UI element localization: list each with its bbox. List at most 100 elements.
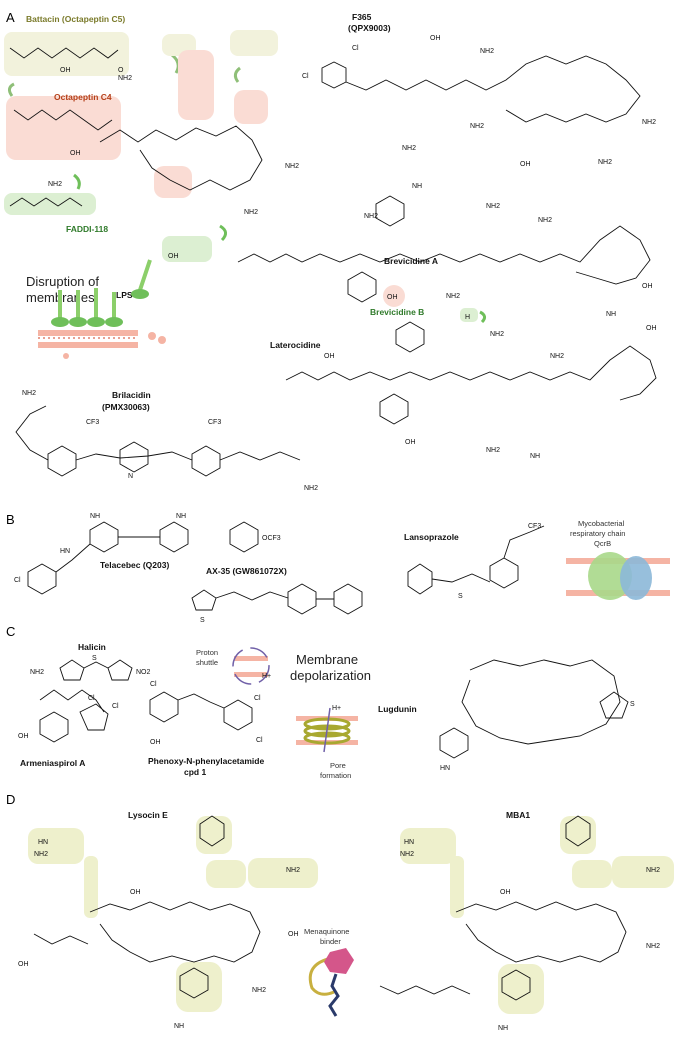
- lysocin-oh-2: OH: [288, 931, 299, 938]
- proton-shuttle-graphic: [232, 647, 270, 685]
- lysocin-nh2-2: NH2: [286, 867, 300, 874]
- disruption-label-1: Disruption of: [26, 274, 99, 289]
- laterocidine-oh-3: OH: [646, 325, 657, 332]
- octapeptin-thr-highlight: [162, 236, 212, 262]
- octapeptin-nh2-1: NH2: [118, 75, 132, 82]
- brevicidine-nh-1: NH: [412, 183, 422, 190]
- telacebec-label: Telacebec (Q203): [100, 560, 169, 570]
- f365-nh2-2: NH2: [402, 145, 416, 152]
- lansoprazole-ether: [503, 525, 545, 559]
- lugdunin-trp-ring: [439, 727, 469, 759]
- ax35-piperazine: [287, 583, 317, 615]
- armeniaspirol-cl-1: Cl: [88, 695, 95, 702]
- armeniaspirol-label: Armeniaspirol A: [20, 758, 85, 768]
- f365-label: F365: [352, 12, 372, 22]
- lugdunin-s: S: [630, 701, 635, 708]
- lysocin-hn: HN: [38, 839, 48, 846]
- f365-backbone: [345, 55, 641, 123]
- telacebec-ocf3: OCF3: [262, 535, 281, 542]
- lysocin-highlights: [28, 816, 318, 1012]
- f365-nh2-4: NH2: [598, 159, 612, 166]
- brilacidin-amides: [75, 451, 193, 461]
- ax35-chain: [215, 591, 289, 601]
- laterocidine-backbone: [285, 345, 657, 401]
- brilacidin-nh2-2: NH2: [304, 485, 318, 492]
- laterocidine-nh2-2: NH2: [550, 353, 564, 360]
- proton-label-2: shuttle: [196, 658, 218, 667]
- laterocidine-oh-2: OH: [324, 353, 335, 360]
- telacebec-cl: Cl: [14, 577, 21, 584]
- brilacidin-arm-left: [15, 405, 49, 461]
- octapeptin-ho: OH: [168, 253, 179, 260]
- ax35-label: AX-35 (GW861072X): [206, 566, 287, 576]
- laterocidine-trp-ring: [395, 321, 425, 353]
- octapeptin-nh2-3: NH2: [285, 163, 299, 170]
- brevicidine-nh2-1: NH2: [364, 213, 378, 220]
- halicin-s-link: [83, 661, 109, 669]
- f365-ring: [321, 61, 347, 89]
- phenoxy-ring-1: [149, 691, 179, 723]
- panel-label-d: D: [6, 792, 15, 807]
- lansoprazole-pyridine: [489, 557, 519, 589]
- brilacidin-nh2-1: NH2: [22, 390, 36, 397]
- depolarization-label-2: depolarization: [290, 668, 371, 683]
- phenoxy-oh: OH: [150, 739, 161, 746]
- battacin-highlight: [4, 32, 129, 76]
- mba1-phe-ring: [565, 815, 591, 847]
- f365-nh2-3: NH2: [470, 123, 484, 130]
- lugdunin-hn: HN: [440, 765, 450, 772]
- laterocidine-nh2-3: NH2: [486, 447, 500, 454]
- octapeptin-leu2-highlight: [234, 90, 268, 124]
- brilacidin-label: Brilacidin: [112, 390, 151, 400]
- octapeptin-highlight: [6, 96, 121, 160]
- laterocidine-oh: OH: [405, 439, 416, 446]
- myco-label-3: QcrB: [594, 539, 611, 548]
- f365-oh-1: OH: [430, 35, 441, 42]
- phenoxy-cl-2: Cl: [254, 695, 261, 702]
- pore-hplus: H+: [332, 705, 341, 712]
- arrow-faddi: [73, 173, 81, 190]
- f365-oh-2: OH: [520, 161, 531, 168]
- mba1-trp-ring: [501, 969, 531, 1001]
- membrane-disrupted: [38, 330, 166, 359]
- brevicidine-nh2-2: NH2: [486, 203, 500, 210]
- lysocin-phe-ring: [199, 815, 225, 847]
- lysocin-nh2-1: NH2: [34, 851, 48, 858]
- lysocin-ring: [89, 901, 261, 963]
- arrow-octapeptin: [7, 82, 15, 97]
- laterocidine-tyr-ring: [379, 393, 409, 425]
- f365-nh2-1: NH2: [480, 48, 494, 55]
- lansoprazole-benzimidazole: [407, 563, 433, 595]
- armeniaspirol-pyrrole: [79, 703, 109, 731]
- panel-label-b: B: [6, 512, 15, 527]
- lugdunin-thiazolidine: [599, 691, 629, 719]
- pore-formation-graphic: [296, 707, 358, 753]
- octapeptin-ring: [99, 125, 263, 191]
- octapeptin-phe-alt-highlight: [230, 30, 278, 56]
- lysocin-label: Lysocin E: [128, 810, 168, 820]
- laterocidine-label: Laterocidine: [270, 340, 321, 350]
- brevicidine-tyr-ring: [347, 271, 377, 303]
- brilacidin-cf3-2: CF3: [208, 419, 221, 426]
- telacebec-ring-2: [229, 521, 259, 553]
- lysocin-nh2-3: NH2: [252, 987, 266, 994]
- phenoxy-label-2: cpd 1: [184, 767, 206, 777]
- brevicidine-nh2-4: NH2: [446, 293, 460, 300]
- pore-label-1: Pore: [330, 761, 346, 770]
- brilacidin-pyrimidine: [119, 441, 149, 473]
- faddi-chain: [9, 197, 83, 207]
- ax35-benzodioxole: [333, 583, 363, 615]
- ax35-s: S: [200, 617, 205, 624]
- lugdunin-label: Lugdunin: [378, 704, 417, 714]
- armeniaspirol-ring: [39, 711, 69, 743]
- depolarization-label-1: Membrane: [296, 652, 358, 667]
- octapeptin-nh2-2: NH2: [48, 181, 62, 188]
- proton-hplus: H+: [262, 673, 271, 680]
- mba1-label: MBA1: [506, 810, 530, 820]
- brevicidine-b-label: Brevicidine B: [370, 307, 424, 317]
- phenoxy-ring-2: [223, 699, 253, 731]
- brevicidine-nh-2: NH: [606, 311, 616, 318]
- f365-cl-1: Cl: [302, 73, 309, 80]
- mba1-nh: NH: [498, 1025, 508, 1032]
